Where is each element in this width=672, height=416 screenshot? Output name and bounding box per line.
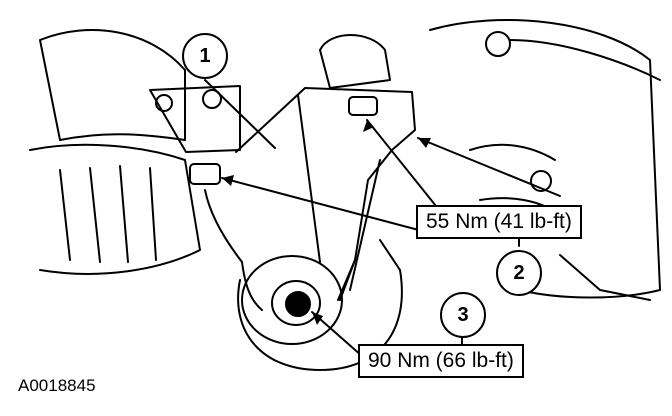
engine-ridges bbox=[59, 165, 157, 263]
bracket-plate bbox=[149, 85, 241, 153]
cradle-outline bbox=[237, 239, 403, 371]
housing-boss bbox=[530, 170, 552, 192]
arrowhead-upper-left-bolt bbox=[222, 175, 234, 186]
bracket-hole-left bbox=[155, 94, 173, 112]
engine-contour bbox=[29, 143, 201, 275]
callout-2: 2 bbox=[496, 250, 542, 296]
callout-1: 1 bbox=[182, 33, 228, 79]
bolt-lower-head bbox=[285, 291, 311, 317]
torque-label-lower: 90 Nm (66 lb-ft) bbox=[358, 344, 524, 378]
leader-upper-left-bolt bbox=[221, 177, 431, 234]
bolt-upper-right bbox=[348, 96, 378, 116]
figure-id: A0018845 bbox=[18, 376, 96, 395]
leader-upper-right-bolt bbox=[366, 119, 441, 212]
right-housing-outline bbox=[429, 19, 661, 299]
mount-top bbox=[319, 34, 391, 89]
right-lower-edge bbox=[559, 254, 651, 301]
arrowhead-lower-bolt bbox=[312, 312, 323, 325]
bracket-arm-edge bbox=[349, 159, 381, 291]
leader-callout-1 bbox=[204, 79, 276, 149]
bracket-hole-right bbox=[202, 89, 222, 109]
bracket-arm bbox=[235, 87, 416, 301]
arrowhead-upper-right-bolt bbox=[363, 120, 374, 132]
right-top-fitting bbox=[485, 31, 511, 57]
right-hose bbox=[509, 39, 661, 81]
engine-block-outline bbox=[39, 29, 186, 141]
mount-strap bbox=[204, 189, 263, 311]
arrowhead-mount-top bbox=[418, 138, 431, 148]
bolt-upper-left bbox=[189, 163, 221, 185]
callout-3: 3 bbox=[440, 292, 486, 338]
leader-mount-top bbox=[417, 137, 561, 197]
lower-bushing-inner bbox=[271, 280, 321, 326]
torque-label-upper: 55 Nm (41 lb-ft) bbox=[416, 205, 582, 239]
lower-bushing-outer bbox=[241, 255, 343, 345]
